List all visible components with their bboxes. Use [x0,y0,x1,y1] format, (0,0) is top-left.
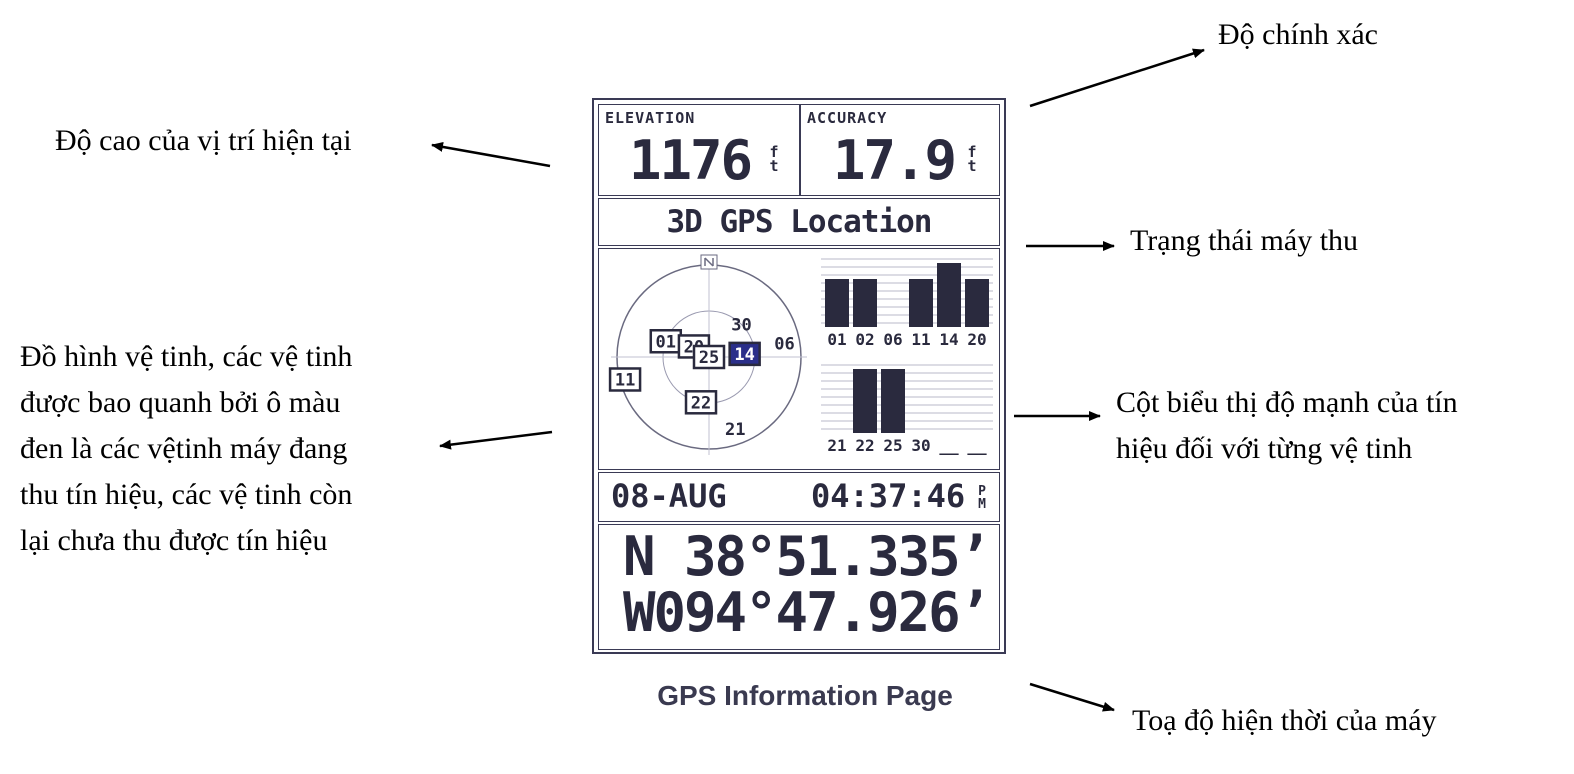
signal-bar-label: 11 [911,330,930,349]
satellite-30: 30 [731,315,751,335]
satellite-panel: 01 20 25 14 06 30 11 22 21 01 02 06 11 14 20 21 22 25 30 _… [598,248,1000,470]
sky-view-line: đen là các vệtinh máy đang [20,432,348,465]
signal-bar-label: 06 [883,330,902,349]
signal-bars-layer: 01 02 06 11 14 20 21 22 25 30 __ __ [821,258,993,455]
longitude-value: W094°47.926’ [623,581,991,644]
satellite-label: 11 [615,370,635,390]
annotation-receiver-status: Trạng thái máy thu [1130,224,1359,257]
time-suffix: P M [975,485,989,511]
sky-view-line: Đồ hình vệ tinh, các vệ tinh [20,340,353,373]
sky-view-line: được bao quanh bởi ô màu [20,386,341,419]
unit-char: t [769,157,779,175]
accuracy-panel: ACCURACY 17.9 f t [800,104,1000,196]
satellite-box [608,367,642,392]
unit-char: f [967,143,977,161]
satellite-01: 01 [649,329,683,354]
signal-bar-25 [881,369,905,433]
receiver-status: 3D GPS Location [598,198,1000,246]
accuracy-value: 17.9 [833,129,957,192]
signal-strength-chart: 01 02 06 11 14 20 21 22 25 30 __ __ [821,258,993,455]
signal-bar-label: 20 [967,330,986,349]
annotation-position: Toạ độ hiện thời của máy [1132,704,1437,737]
arrow-accuracy [1029,48,1205,108]
date-value: 08-AUG [611,477,727,515]
satellite-label: 30 [731,315,751,335]
satellite-11: 11 [608,367,642,392]
signal-bar-label: 22 [855,436,874,455]
signal-bar-11 [909,279,933,327]
page-caption: GPS Information Page [657,680,953,711]
signal-bar-02 [853,279,877,327]
unit-char: t [967,157,977,175]
satellite-box [684,390,718,415]
latitude-value: N 38°51.335’ [623,525,991,588]
unit-char: f [769,143,779,161]
gps-screen: ELEVATION 1176 f t ACCURACY 17.9 f t 3D … [592,98,1006,654]
arrow-elevation [431,142,551,168]
annotation-sky-view: Đồ hình vệ tinh, các vệ tinh được bao qu… [20,334,352,564]
satellite-box [728,341,761,367]
annotation-signal-bars: Cột biểu thị độ mạnh của tín hiệu đối vớ… [1116,380,1458,472]
accuracy-unit: f t [965,143,979,175]
elevation-value: 1176 [629,129,753,192]
signal-bar-label: __ [939,436,959,455]
accuracy-label: ACCURACY [807,109,888,127]
satellite-25: 25 [692,344,726,370]
sky-view-line: thu tín hiệu, các vệ tinh còn [20,478,353,511]
north-marker [700,254,718,270]
sky-view-line: lại chưa thu được tín hiệu [20,524,328,557]
arrow-sky-view [439,430,553,450]
satellite-label: 22 [691,393,711,413]
signal-bar-22 [853,369,877,433]
annotation-accuracy: Độ chính xác [1218,18,1378,51]
suffix-char: P [978,484,986,499]
satellite-22: 22 [684,390,718,415]
signal-bars-line: hiệu đối với từng vệ tinh [1116,432,1413,465]
sky-view: 012025140630112221 [608,254,807,455]
signal-bar-label: __ [967,436,987,455]
elevation-unit: f t [767,143,781,175]
signal-bar-label: 21 [827,436,846,455]
position-panel: N 38°51.335’ W094°47.926’ [598,524,1000,650]
satellite-label: 25 [699,348,719,368]
signal-bar-label: 14 [939,330,958,349]
satellite-box [692,344,726,370]
satellite-layer: 012025140630112221 [608,315,795,440]
satellite-06: 06 [774,335,794,355]
signal-bar-label: 30 [911,436,930,455]
signal-bars-line: Cột biểu thị độ mạnh của tín [1116,386,1458,419]
signal-bar-14 [937,263,961,327]
elevation-label: ELEVATION [605,109,696,127]
signal-bar-label: 25 [883,436,902,455]
satellite-label: 21 [725,420,745,440]
time-value: 04:37:46 [811,477,966,515]
signal-bar-label: 01 [827,330,846,349]
satellite-label: 06 [774,335,794,355]
elevation-panel: ELEVATION 1176 f t [598,104,800,196]
annotation-elevation: Độ cao của vị trí hiện tại [55,124,352,157]
datetime-panel: 08-AUG 04:37:46 P M [598,472,1000,522]
signal-bar-01 [825,279,849,327]
suffix-char: M [978,497,986,512]
signal-bar-label: 02 [855,330,874,349]
satellite-label: 01 [656,332,676,352]
satellite-21: 21 [725,420,745,440]
satellite-14: 14 [728,341,761,367]
satellite-label: 14 [734,345,754,365]
signal-bar-20 [965,279,989,327]
